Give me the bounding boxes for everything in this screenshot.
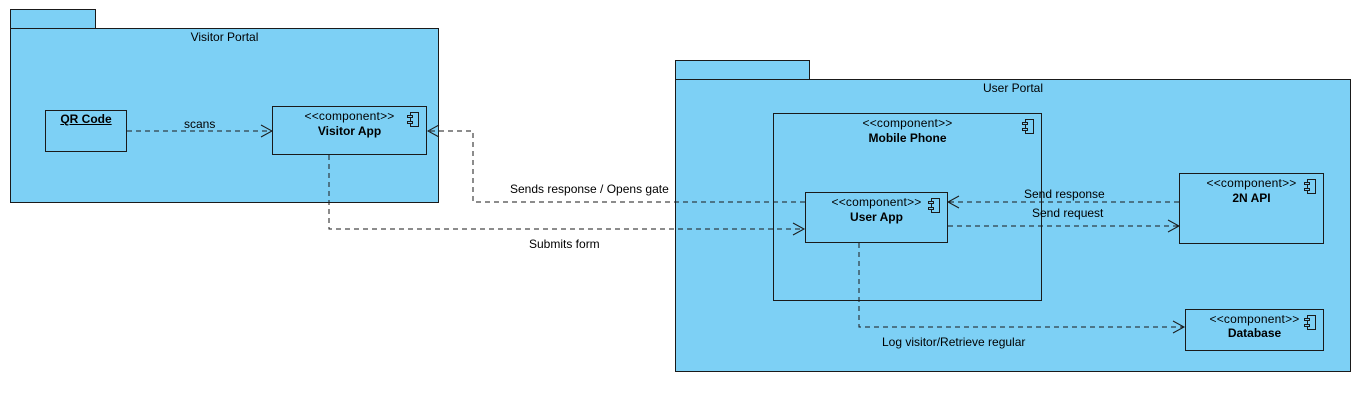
component-icon — [1304, 315, 1317, 331]
visitor-app-name: Visitor App — [317, 124, 382, 138]
arrowhead-visitor-app — [426, 124, 440, 138]
database-name: Database — [1227, 326, 1282, 340]
arrowhead-database — [1172, 320, 1186, 334]
arrowhead-2n-api — [1167, 219, 1181, 233]
api-2n-stereotype: <<component>> — [1206, 176, 1297, 190]
mobile-phone-stereotype: <<component>> — [862, 116, 953, 130]
label-sends-response-opens-gate: Sends response / Opens gate — [510, 182, 669, 196]
link-sends-response — [429, 130, 805, 203]
database-component[interactable]: <<component>> Database — [1185, 309, 1324, 351]
user-portal-title: User Portal — [982, 81, 1044, 95]
visitor-portal-title: Visitor Portal — [190, 30, 259, 44]
arrowhead-scans — [260, 124, 274, 138]
visitor-app-component[interactable]: <<component>> Visitor App — [272, 106, 427, 155]
mobile-phone-name: Mobile Phone — [868, 131, 947, 145]
component-icon — [1304, 179, 1317, 195]
api-2n-name: 2N API — [1232, 191, 1271, 205]
label-scans: scans — [184, 117, 216, 131]
database-stereotype: <<component>> — [1209, 312, 1300, 326]
qr-code-object[interactable]: QR Code — [45, 110, 127, 152]
label-send-response: Send response — [1024, 187, 1105, 201]
api-2n-component[interactable]: <<component>> 2N API — [1179, 173, 1324, 244]
arrowhead-user-app-response — [946, 195, 960, 209]
link-submits-form — [328, 155, 803, 230]
user-app-component[interactable]: <<component>> User App — [805, 192, 948, 243]
component-icon — [928, 198, 941, 214]
user-app-stereotype: <<component>> — [831, 195, 922, 209]
arrowhead-user-app-submit — [792, 222, 806, 236]
qr-code-label: QR Code — [60, 112, 112, 126]
component-icon — [1022, 119, 1035, 135]
user-app-name: User App — [850, 210, 903, 224]
label-send-request: Send request — [1032, 206, 1104, 220]
label-submits-form: Submits form — [529, 237, 600, 251]
link-log-visitor — [858, 243, 1183, 328]
label-log-visitor: Log visitor/Retrieve regular — [882, 335, 1026, 349]
component-icon — [407, 112, 420, 128]
visitor-app-stereotype: <<component>> — [304, 109, 395, 123]
